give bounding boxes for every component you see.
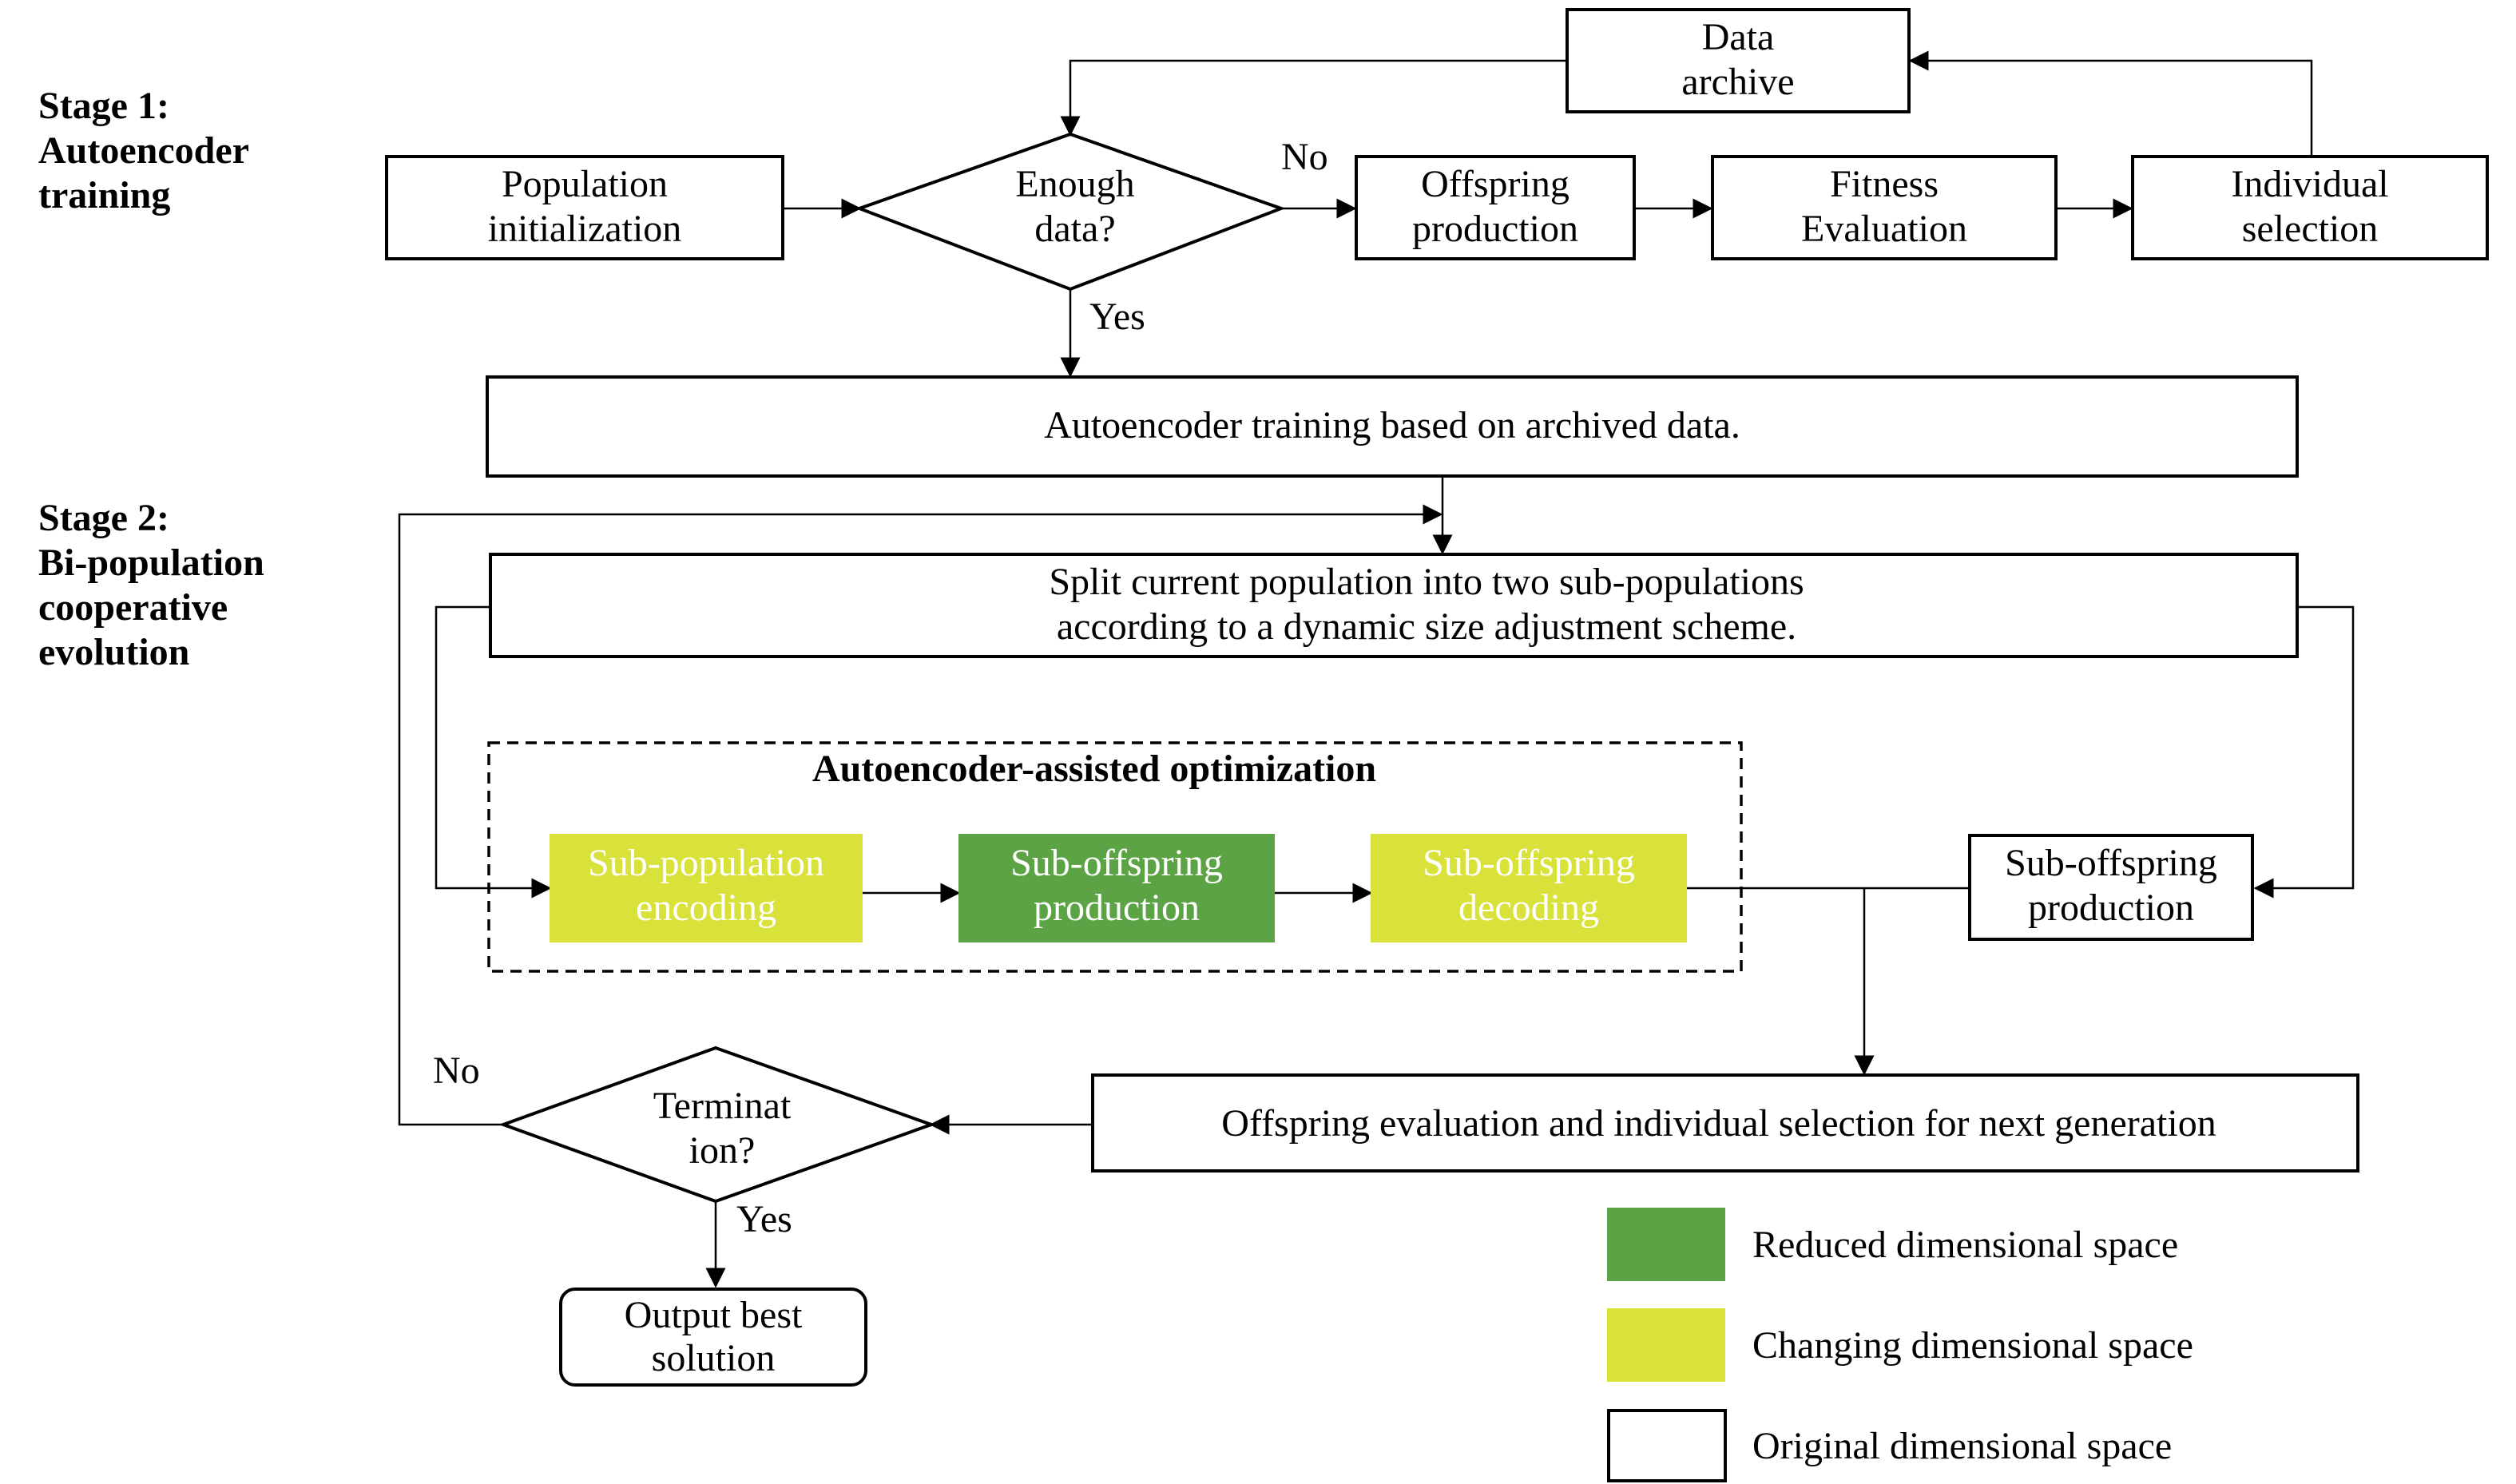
node-sub-offspring-decoding: Sub-offspring decoding (1371, 834, 1687, 942)
svg-text:Split current population into: Split current population into two sub-po… (1049, 561, 1804, 603)
svg-text:encoding: encoding (636, 887, 776, 929)
svg-text:solution: solution (652, 1337, 776, 1379)
svg-text:Original dimensional space: Original dimensional space (1752, 1425, 2172, 1467)
decision-termination: Terminat ion? (498, 1046, 936, 1204)
svg-text:archive: archive (1681, 61, 1794, 103)
node-output-best-solution: Output best solution (559, 1288, 867, 1387)
svg-text:Data: Data (1702, 16, 1775, 58)
node-autoencoder-training: Autoencoder training based on archived d… (486, 375, 2299, 478)
group-autoencoder-assisted-optimization: Autoencoder-assisted optimization (487, 741, 1743, 973)
node-population-initialization: Population initialization (385, 155, 784, 260)
edge-selection-to-archive (1908, 50, 2313, 156)
node-individual-selection: Individual selection (2131, 155, 2489, 260)
node-offspring-evaluation: Offspring evaluation and individual sele… (1091, 1073, 2359, 1173)
svg-text:Sub-offspring: Sub-offspring (1010, 842, 1223, 884)
svg-text:production: production (1412, 208, 1578, 250)
svg-text:Sub-offspring: Sub-offspring (2005, 842, 2217, 884)
svg-text:production: production (1034, 887, 1200, 929)
node-data-archive: Data archive (1566, 8, 1911, 113)
decision-enough-data: Enough data? (855, 132, 1286, 292)
node-offspring-production: Offspring production (1355, 155, 1636, 260)
legend: Reduced dimensional space Changing dimen… (1607, 1208, 2193, 1482)
svg-text:Population: Population (502, 163, 668, 205)
edge-label-no-2: No (433, 1050, 480, 1092)
svg-text:Sub-population: Sub-population (588, 842, 824, 884)
svg-text:data?: data? (1034, 208, 1115, 250)
node-sub-offspring-production-reduced: Sub-offspring production (958, 834, 1275, 942)
svg-text:decoding: decoding (1458, 887, 1599, 929)
svg-text:Terminat: Terminat (653, 1085, 792, 1127)
svg-text:Autoencoder-assisted optimizat: Autoencoder-assisted optimization (812, 748, 1376, 790)
svg-text:Autoencoder: Autoencoder (38, 129, 249, 172)
edge-label-yes-2: Yes (736, 1198, 792, 1240)
edge-label-yes-1: Yes (1089, 296, 1145, 338)
stage1-label: Stage 1: Autoencoder training (38, 85, 249, 216)
svg-text:Offspring: Offspring (1421, 163, 1570, 205)
node-fitness-evaluation: Fitness Evaluation (1711, 155, 2058, 260)
svg-text:Stage 2:: Stage 2: (38, 497, 169, 539)
node-sub-offspring-production-original: Sub-offspring production (1968, 834, 2254, 941)
svg-text:Enough: Enough (1015, 163, 1134, 205)
edge-archive-to-decision (1060, 59, 1567, 137)
edge-split-to-original-production (2253, 605, 2355, 899)
legend-item-reduced: Reduced dimensional space (1607, 1208, 2178, 1281)
svg-text:evolution: evolution (38, 631, 189, 673)
svg-text:Evaluation: Evaluation (1801, 208, 1967, 250)
svg-text:initialization: initialization (488, 208, 682, 250)
svg-text:Individual: Individual (2231, 163, 2388, 205)
svg-text:Bi-population: Bi-population (38, 542, 264, 584)
svg-text:Autoencoder training based on: Autoencoder training based on archived d… (1044, 404, 1740, 446)
legend-item-changing: Changing dimensional space (1607, 1308, 2193, 1382)
connectors (398, 50, 2355, 1288)
svg-text:according to a dynamic size ad: according to a dynamic size adjustment s… (1057, 605, 1796, 648)
svg-text:Reduced dimensional space: Reduced dimensional space (1752, 1224, 2178, 1266)
svg-text:production: production (2028, 887, 2194, 929)
svg-text:training: training (38, 174, 170, 216)
node-split-population: Split current population into two sub-po… (489, 553, 2299, 658)
svg-text:Output best: Output best (625, 1294, 803, 1336)
svg-text:Sub-offspring: Sub-offspring (1423, 842, 1635, 884)
node-subpopulation-encoding: Sub-population encoding (550, 834, 863, 942)
svg-text:ion?: ion? (689, 1129, 756, 1172)
legend-item-original: Original dimensional space (1607, 1409, 2172, 1482)
edge-split-to-encoding (435, 605, 552, 899)
stage2-label: Stage 2: Bi-population cooperative evolu… (38, 497, 264, 673)
svg-text:Fitness: Fitness (1830, 163, 1939, 205)
svg-text:cooperative: cooperative (38, 586, 228, 629)
svg-text:selection: selection (2242, 208, 2379, 250)
svg-text:Offspring evaluation and indiv: Offspring evaluation and individual sele… (1221, 1102, 2216, 1145)
svg-text:Changing dimensional space: Changing dimensional space (1752, 1324, 2193, 1367)
edge-label-no-1: No (1281, 136, 1328, 178)
svg-text:Stage 1:: Stage 1: (38, 85, 169, 127)
edge-termination-loop (398, 504, 1443, 1126)
